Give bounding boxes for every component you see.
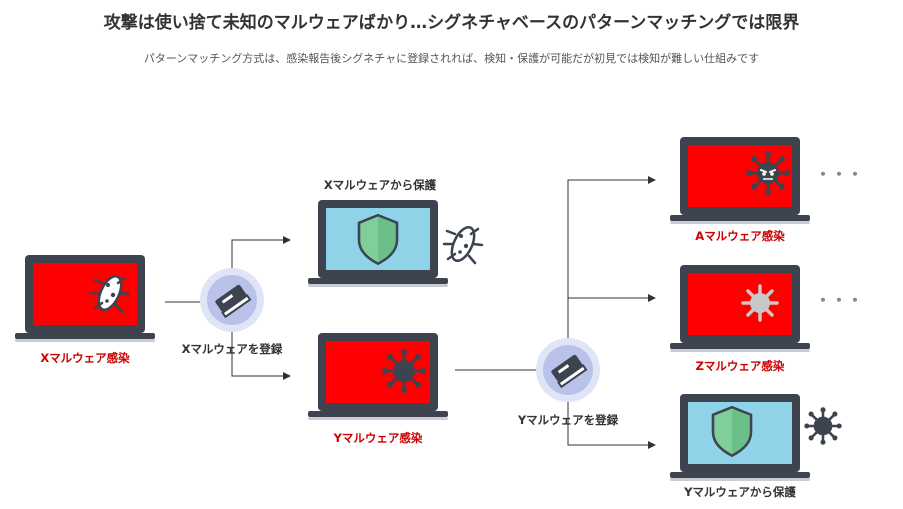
label-y-infected: Yマルウェア感染 bbox=[333, 431, 423, 445]
label-a-infected: Aマルウェア感染 bbox=[695, 229, 785, 243]
ellipsis-z: ・・・ bbox=[815, 291, 863, 310]
laptop-x-protected bbox=[308, 200, 448, 287]
page-title: 攻撃は使い捨て未知のマルウェアばかり…シグネチャベースのパターンマッチングでは限… bbox=[103, 13, 800, 33]
virus-icon bbox=[803, 406, 843, 446]
virus-icon bbox=[741, 284, 779, 322]
label-z-infected: Zマルウェア感染 bbox=[695, 359, 785, 373]
laptop-x-infected bbox=[15, 255, 155, 342]
signature-book-icon bbox=[535, 337, 601, 403]
ellipsis-a: ・・・ bbox=[815, 165, 863, 184]
label-y-protect: Yマルウェアから保護 bbox=[684, 485, 796, 499]
laptop-a-infected bbox=[670, 137, 810, 224]
laptop-y-infected bbox=[308, 333, 448, 420]
laptop-y-protected bbox=[670, 394, 810, 481]
angry-virus-icon bbox=[744, 149, 792, 197]
laptop-z-infected bbox=[670, 265, 810, 352]
page-subtitle: パターンマッチング方式は、感染報告後シグネチャに登録されれば、検知・保護が可能だ… bbox=[143, 52, 760, 65]
bacteria-icon bbox=[442, 222, 484, 266]
virus-icon bbox=[380, 347, 428, 395]
label-x-register: Xマルウェアを登録 bbox=[181, 342, 283, 356]
label-x-infected: Xマルウェア感染 bbox=[40, 351, 130, 365]
label-x-protect: Xマルウェアから保護 bbox=[323, 178, 437, 192]
signature-book-icon bbox=[199, 267, 265, 333]
label-y-register: Yマルウェアを登録 bbox=[517, 413, 619, 427]
